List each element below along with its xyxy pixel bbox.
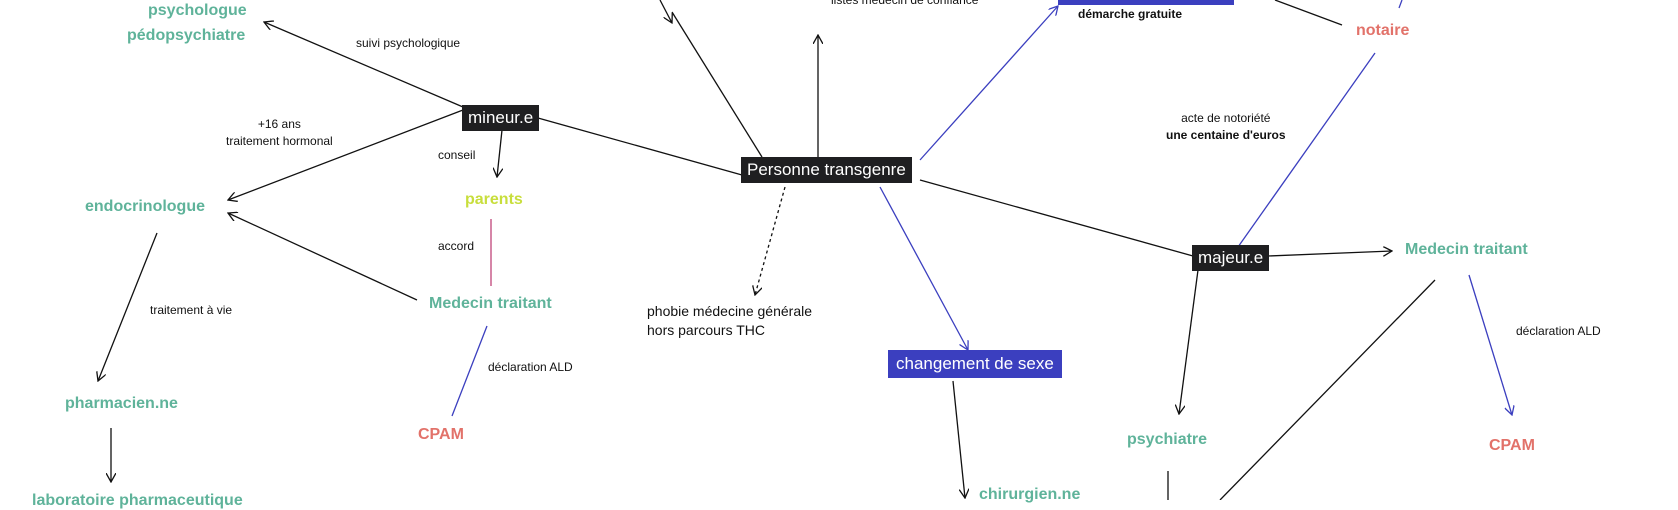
node-phobie: phobie médecine générale hors parcours T…: [647, 302, 812, 340]
node-majeure: majeur.e: [1192, 245, 1270, 271]
label-declaration-ald-left: déclaration ALD: [488, 360, 573, 374]
label-accord: accord: [438, 239, 475, 253]
node-medecin-traitant-left: Medecin traitant: [429, 295, 552, 312]
edge-medecin-endocrinologue: [228, 213, 418, 301]
label-acte-notoriete-group: acte de notoriété une centaine d'euros: [1166, 110, 1286, 144]
node-chirurgien: chirurgien.ne: [979, 486, 1081, 503]
node-cpam-right: CPAM: [1489, 437, 1535, 454]
label-centaine-euros-text: une centaine d'euros: [1166, 128, 1286, 142]
edge-medecin-bottom: [1219, 279, 1436, 500]
edge-mineure-parents: [497, 129, 502, 177]
node-psychologue: psychologue: [148, 2, 247, 19]
edge-majeure-psychiatre: [1179, 269, 1199, 414]
edge-mineure-endocrinologue: [228, 109, 464, 200]
blue-box-top-cropped: [1058, 0, 1234, 5]
node-pharmacien: pharmacien.ne: [65, 395, 178, 412]
edge-majeure-medecin: [1267, 251, 1392, 257]
edge-personne-blue-top: [919, 6, 1058, 161]
node-notaire: notaire: [1356, 22, 1410, 39]
label-demarche-gratuite-text: démarche gratuite: [1078, 7, 1183, 21]
label-traitement-a-vie: traitement à vie: [150, 303, 233, 317]
edge-personne-majeure: [919, 179, 1194, 257]
node-personne-transgenre: Personne transgenre: [741, 157, 912, 183]
label-traitement-hormonal-group: +16 ans traitement hormonal: [226, 116, 333, 150]
phobie-line-1: phobie médecine générale: [647, 303, 813, 319]
node-changement-de-sexe: changement de sexe: [888, 350, 1062, 378]
label-declaration-ald-right: déclaration ALD: [1516, 324, 1601, 338]
node-laboratoire: laboratoire pharmaceutique: [32, 492, 243, 509]
phobie-line-2: hors parcours THC: [647, 322, 766, 338]
edge-mineure-psychologue: [264, 22, 464, 108]
label-acte-notoriete: acte de notoriété: [1181, 111, 1271, 125]
label-suivi-psychologique: suivi psychologique: [356, 36, 461, 50]
edge-endocrinologue-pharmacien: [98, 232, 158, 381]
edge-mineure-personne: [537, 117, 743, 176]
node-endocrinologue: endocrinologue: [85, 198, 205, 215]
node-pedopsychiatre: pédopsychiatre: [127, 27, 246, 44]
edge-personne-phobie: [755, 186, 786, 295]
node-parents: parents: [465, 191, 523, 208]
node-mineure: mineur.e: [462, 105, 540, 131]
edge-majeure-notaire: [1237, 52, 1376, 248]
edge-personne-top-left: [671, 11, 763, 158]
label-listes-medecin: listes médecin de confiance: [831, 0, 979, 7]
node-psychiatre: psychiatre: [1127, 431, 1208, 448]
node-cpam-left: CPAM: [418, 426, 464, 443]
label-demarche-gratuite: démarche gratuite: [1078, 6, 1182, 23]
label-plus16: +16 ans: [257, 117, 301, 131]
edge-medecin-cpam-right: [1468, 274, 1512, 415]
edge-top-arrow-left: [659, 0, 672, 23]
edge-notaire-top-right: [1398, 0, 1403, 9]
label-traitement-hormonal: traitement hormonal: [226, 134, 333, 148]
edge-personne-changement: [879, 186, 968, 350]
label-centaine-euros: une centaine d'euros: [1166, 127, 1286, 144]
node-medecin-traitant-right: Medecin traitant: [1405, 241, 1528, 258]
label-conseil: conseil: [438, 148, 476, 162]
edge-medecin-cpam-left: [451, 325, 488, 417]
edge-changement-chirurgien: [952, 380, 965, 498]
edge-notaire-top: [1274, 0, 1343, 26]
